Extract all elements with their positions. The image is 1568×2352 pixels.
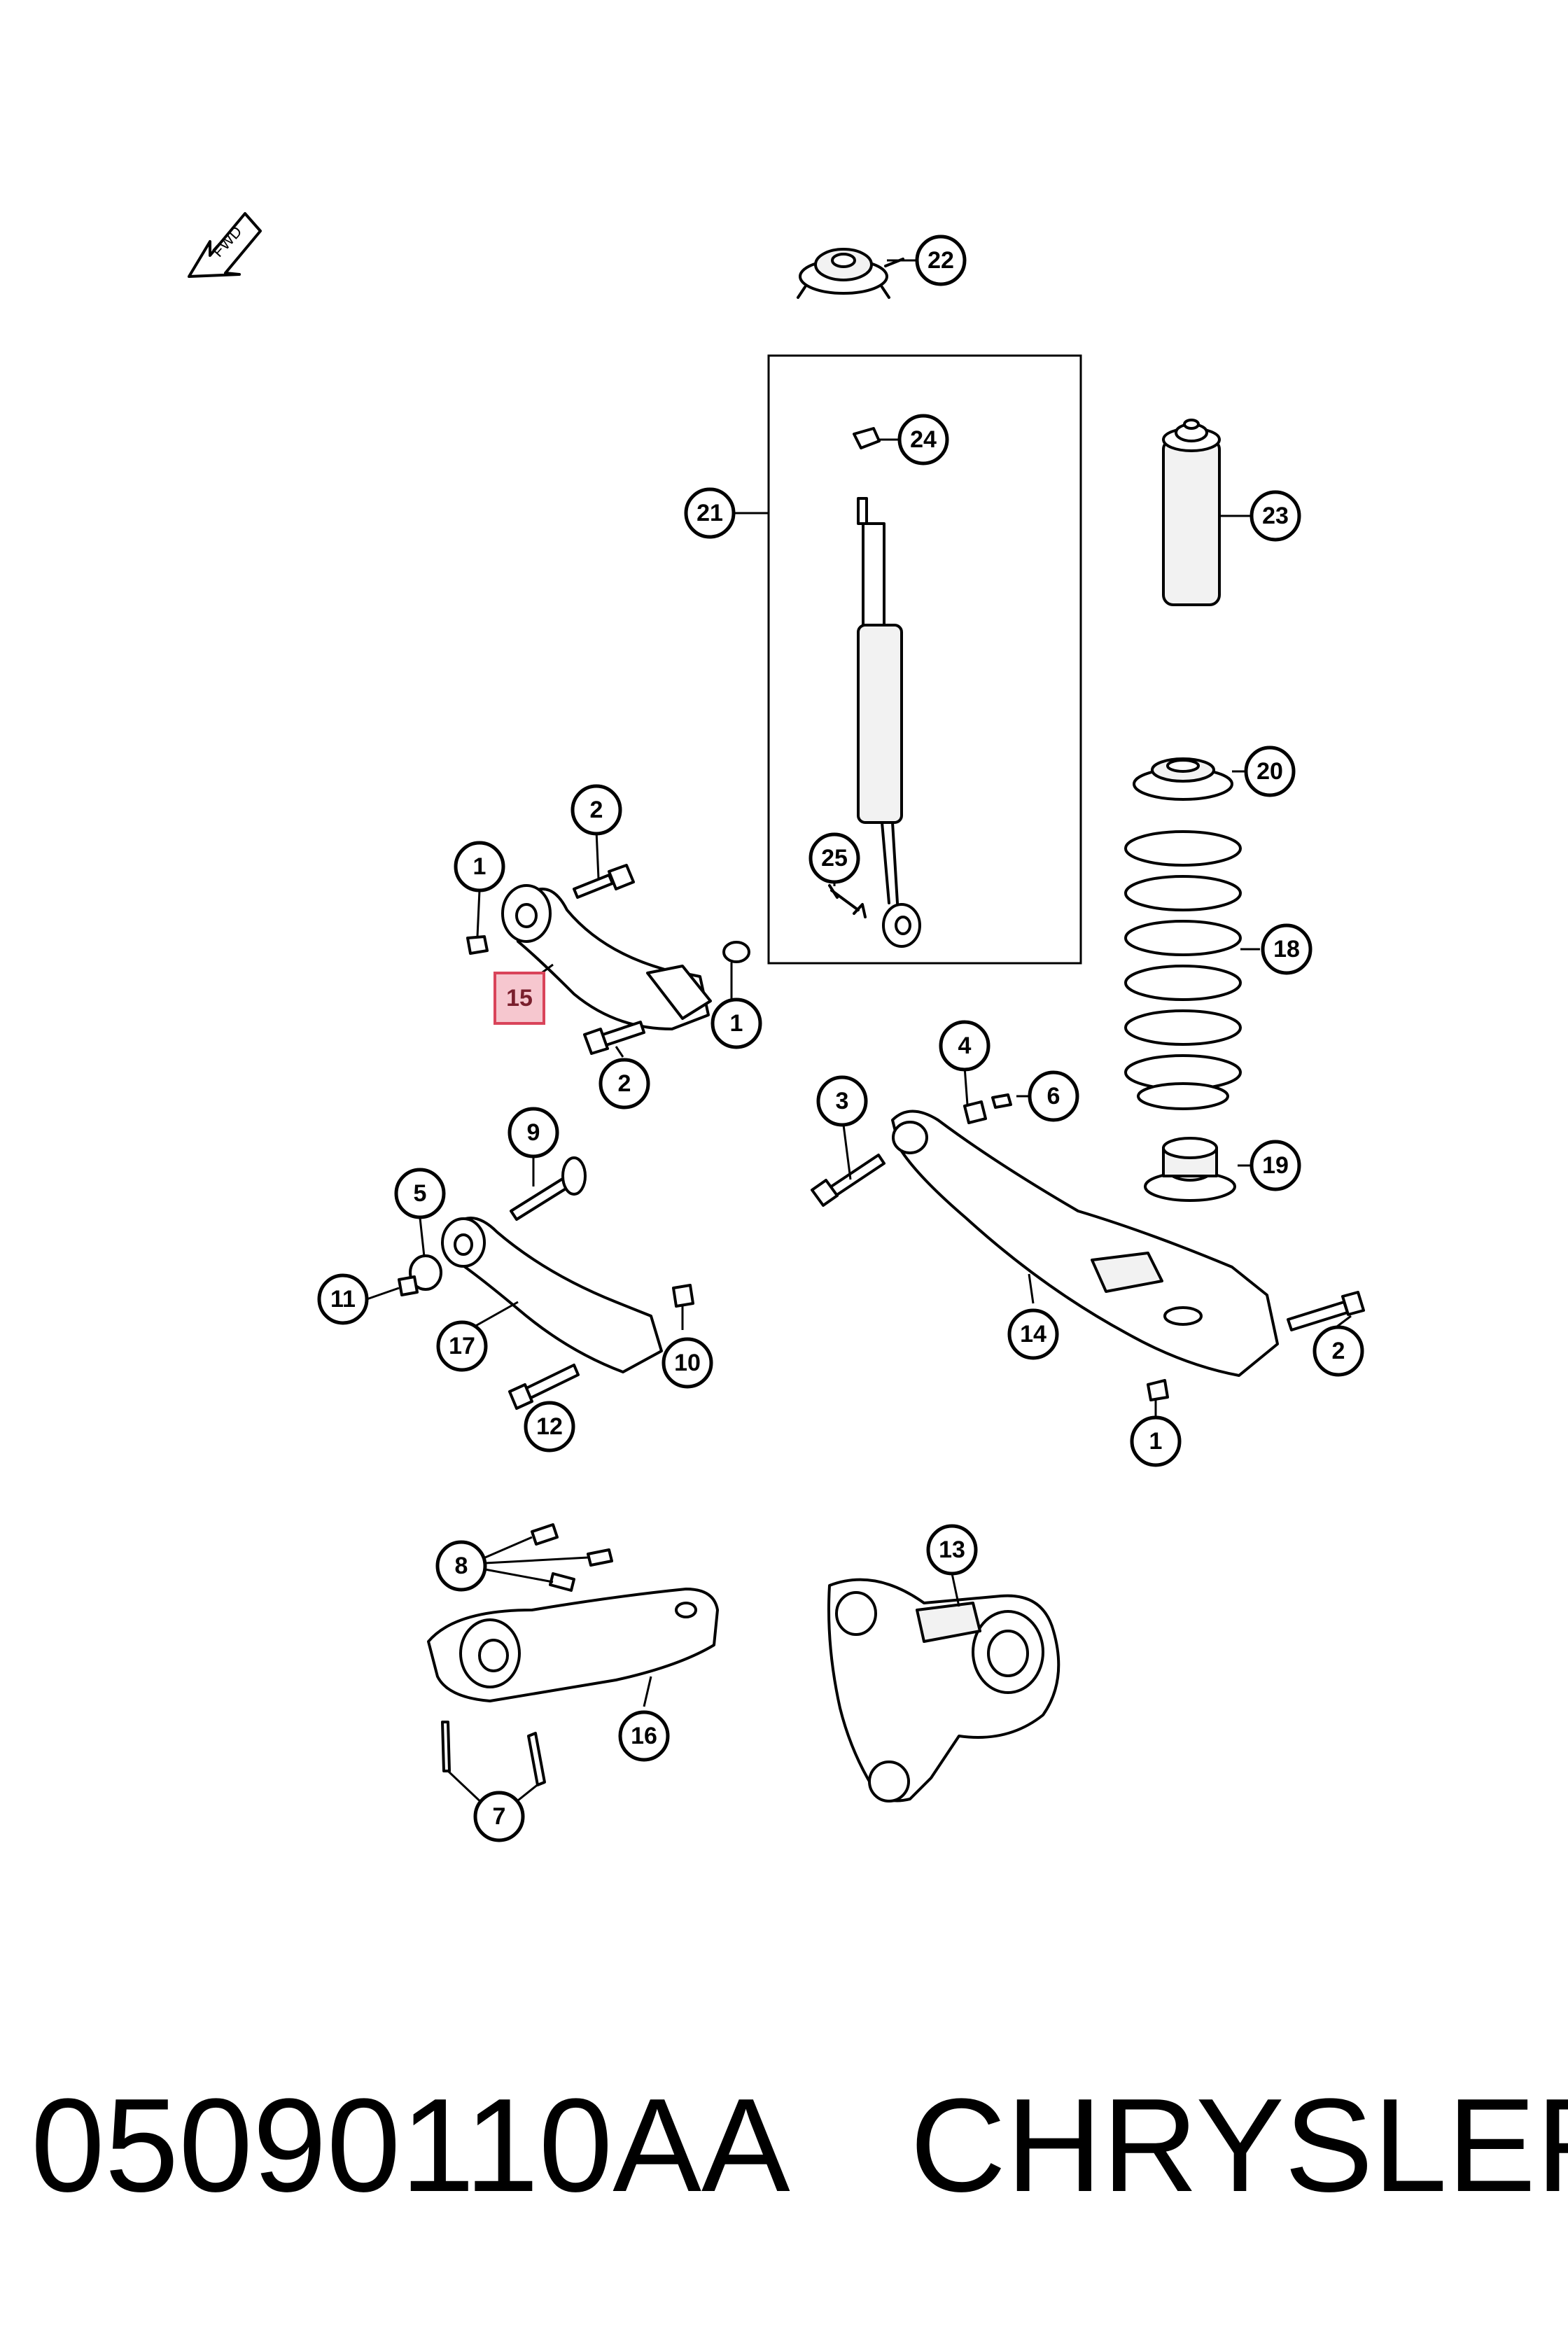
shock-bolt-part xyxy=(828,884,867,918)
knuckle-studs-part xyxy=(441,1721,546,1786)
callout-3: 3 xyxy=(816,1075,868,1127)
svg-text:6: 6 xyxy=(1047,1083,1060,1110)
svg-text:11: 11 xyxy=(330,1286,356,1312)
lower-arm-bolt-part xyxy=(508,1364,580,1410)
callout-17: 17 xyxy=(436,1320,488,1372)
upper-arm-nut-right-part xyxy=(722,941,750,963)
svg-text:20: 20 xyxy=(1256,758,1283,785)
spring-isolator-part xyxy=(1133,757,1233,801)
svg-text:9: 9 xyxy=(527,1119,540,1146)
shock-assembly-frame xyxy=(767,354,1082,965)
svg-text:7: 7 xyxy=(493,1803,506,1830)
svg-text:17: 17 xyxy=(449,1333,475,1359)
forward-direction-arrow-icon: FWD xyxy=(188,212,262,278)
callout-24: 24 xyxy=(897,414,949,465)
upper-mount-part xyxy=(797,248,904,299)
callout-2-right: 2 xyxy=(1312,1325,1364,1377)
coil-spring-part xyxy=(1124,830,1242,1110)
lower-control-arm-part xyxy=(441,1217,663,1373)
svg-text:18: 18 xyxy=(1273,936,1300,962)
svg-text:1: 1 xyxy=(1149,1428,1163,1455)
callout-9: 9 xyxy=(507,1107,559,1158)
lower-arm-nut-part xyxy=(398,1275,419,1296)
callout-15-highlighted[interactable]: 15 xyxy=(493,972,545,1025)
callout-1-lower: 1 xyxy=(1130,1415,1182,1467)
svg-text:24: 24 xyxy=(910,426,937,453)
trailing-arm-right-bolt-part xyxy=(1287,1291,1365,1331)
lower-spring-isolator-part xyxy=(1144,1137,1236,1202)
svg-text:3: 3 xyxy=(836,1088,849,1114)
leader-lines xyxy=(366,259,1352,1807)
callout-11: 11 xyxy=(317,1273,369,1325)
jounce-bumper-part xyxy=(1162,419,1221,606)
svg-text:15: 15 xyxy=(506,985,533,1011)
callout-2-upper: 2 xyxy=(570,784,622,836)
cam-bolt-part xyxy=(510,1156,587,1221)
knuckle-part xyxy=(827,1578,1060,1802)
callout-23: 23 xyxy=(1250,490,1301,542)
upper-arm-nut-left-part xyxy=(466,935,489,955)
callout-4: 4 xyxy=(939,1020,990,1072)
shock-nut-part xyxy=(853,427,881,449)
svg-text:2: 2 xyxy=(618,1070,631,1097)
trailing-arm-bolt-part xyxy=(811,1154,886,1207)
svg-text:8: 8 xyxy=(455,1553,468,1579)
callout-19: 19 xyxy=(1250,1140,1301,1191)
callout-8: 8 xyxy=(435,1540,487,1592)
callout-1-upper-right: 1 xyxy=(710,997,762,1049)
bracket-nut-part xyxy=(963,1100,987,1124)
callout-25: 25 xyxy=(808,832,860,884)
svg-text:1: 1 xyxy=(473,853,486,880)
toe-link-part xyxy=(427,1588,719,1702)
svg-text:13: 13 xyxy=(939,1536,965,1563)
svg-text:25: 25 xyxy=(821,845,848,872)
svg-text:12: 12 xyxy=(536,1413,563,1440)
toe-link-bolts-part xyxy=(531,1523,613,1592)
svg-text:4: 4 xyxy=(958,1032,972,1059)
trailing-arm-nut-part xyxy=(1147,1379,1169,1401)
svg-text:22: 22 xyxy=(927,247,954,274)
svg-text:1: 1 xyxy=(730,1010,743,1037)
lower-arm-right-nut-part xyxy=(672,1284,694,1308)
brand-name: CHRYSLER xyxy=(910,2071,1568,2220)
callout-18: 18 xyxy=(1261,923,1312,975)
callout-13: 13 xyxy=(926,1524,978,1576)
svg-text:21: 21 xyxy=(696,500,723,526)
upper-arm-lower-bolt-part xyxy=(583,1021,645,1055)
svg-text:19: 19 xyxy=(1262,1152,1289,1179)
callout-14: 14 xyxy=(1007,1308,1059,1360)
callout-7: 7 xyxy=(473,1791,525,1842)
svg-text:23: 23 xyxy=(1262,503,1289,529)
callout-5: 5 xyxy=(394,1168,446,1219)
eccentric-washer-part xyxy=(409,1254,442,1291)
callout-21: 21 xyxy=(684,487,736,539)
callout-22: 22 xyxy=(915,234,967,286)
callout-20: 20 xyxy=(1244,746,1296,797)
callout-2-upper-lower: 2 xyxy=(598,1058,650,1110)
callout-16: 16 xyxy=(618,1710,670,1762)
svg-text:5: 5 xyxy=(414,1180,427,1207)
bracket-small-bolt-part xyxy=(991,1093,1012,1109)
callout-10: 10 xyxy=(662,1337,713,1389)
svg-text:2: 2 xyxy=(590,797,603,823)
shock-absorber-part xyxy=(857,497,921,948)
svg-text:16: 16 xyxy=(631,1723,657,1749)
callout-1-upper-left: 1 xyxy=(454,841,505,892)
svg-text:14: 14 xyxy=(1020,1321,1046,1348)
svg-text:2: 2 xyxy=(1332,1338,1345,1364)
svg-text:10: 10 xyxy=(674,1350,701,1376)
trailing-arm-part xyxy=(891,1110,1279,1377)
callout-12: 12 xyxy=(524,1401,575,1452)
upper-control-arm-part xyxy=(501,884,712,1030)
upper-arm-bolt-part xyxy=(573,864,635,899)
part-number: 05090110AA xyxy=(31,2071,790,2220)
callout-6: 6 xyxy=(1028,1070,1079,1122)
